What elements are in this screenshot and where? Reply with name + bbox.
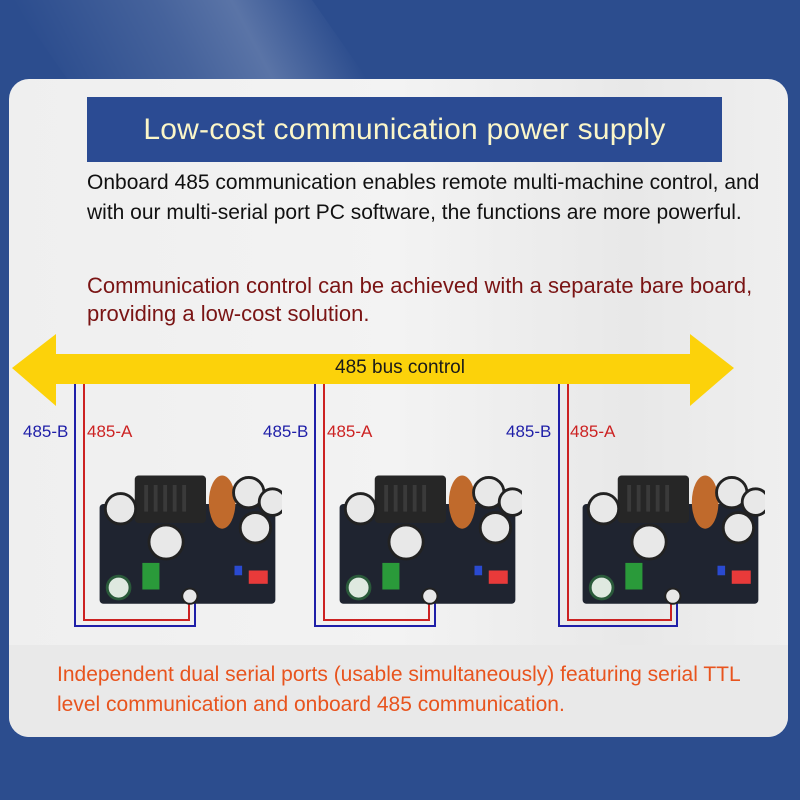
page-title: Low-cost communication power supply	[143, 112, 666, 146]
power-board-3	[582, 475, 765, 605]
description-text: Onboard 485 communication enables remote…	[87, 171, 760, 224]
label-485-a-3: 485-A	[570, 422, 616, 441]
highlight-text: Communication control can be achieved wi…	[87, 273, 753, 326]
bus-label: 485 bus control	[335, 357, 465, 378]
pcb-illustration	[99, 475, 282, 605]
label-485-a-1: 485-A	[87, 422, 133, 441]
power-board-2	[339, 475, 522, 605]
power-board-1	[99, 475, 282, 605]
background-glare	[11, 0, 369, 80]
title-banner: Low-cost communication power supply	[87, 97, 722, 162]
pcb-illustration	[582, 475, 765, 605]
footer-strip	[9, 645, 788, 737]
label-485-b-3: 485-B	[506, 422, 552, 441]
label-485-b-2: 485-B	[263, 422, 309, 441]
label-485-b-1: 485-B	[23, 422, 69, 441]
pcb-illustration	[339, 475, 522, 605]
footer-text: Independent dual serial ports (usable si…	[57, 663, 740, 716]
label-485-a-2: 485-A	[327, 422, 373, 441]
bus-arrow	[12, 334, 734, 406]
